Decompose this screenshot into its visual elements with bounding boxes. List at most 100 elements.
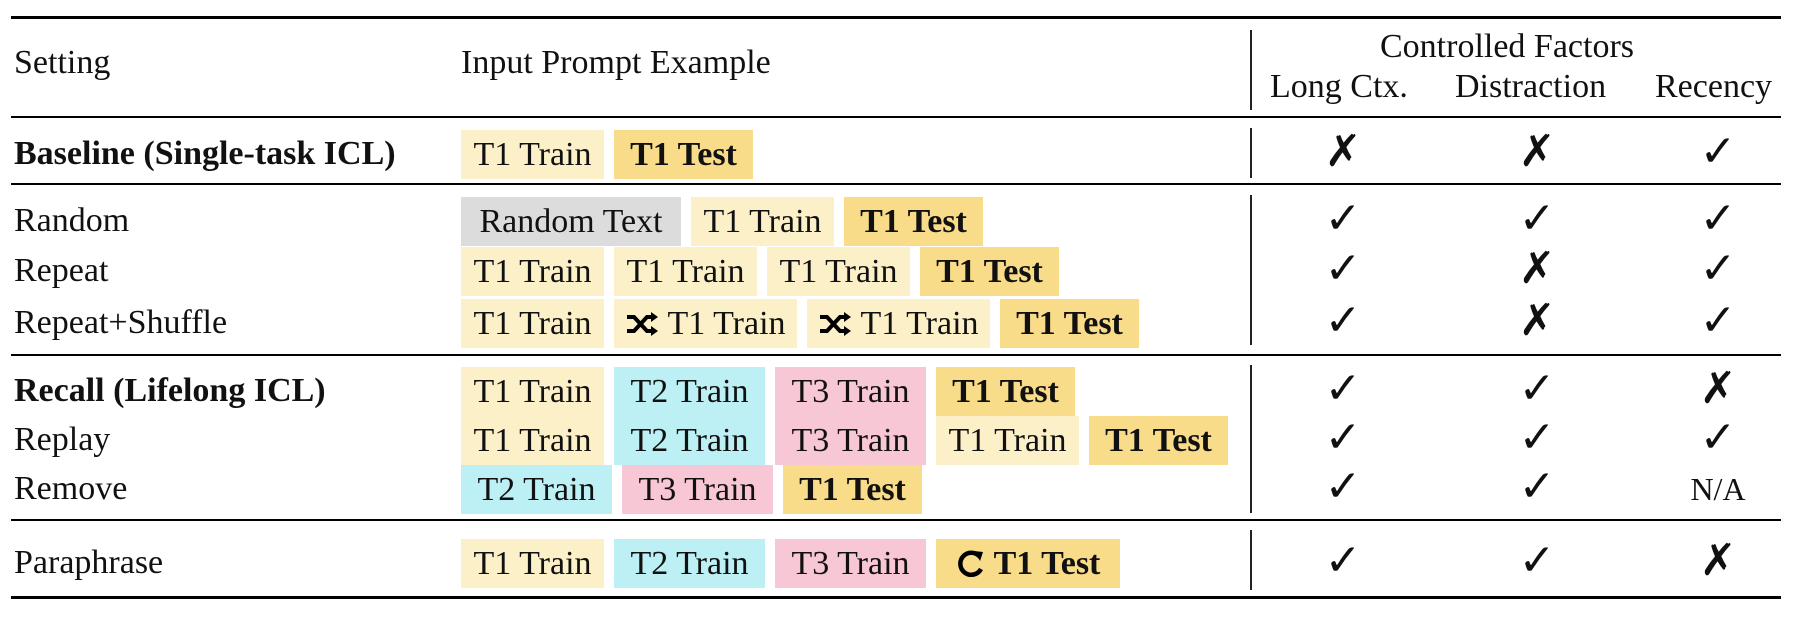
header-setting: Setting (14, 44, 111, 81)
check-icon: ✓ (1699, 126, 1737, 177)
header-distraction: Distraction (1455, 68, 1607, 105)
group2-rule (11, 354, 1781, 356)
row-label: Paraphrase (14, 544, 164, 581)
prompt-block-test: T1 Test (936, 539, 1120, 588)
check-icon: ✓ (1699, 243, 1737, 294)
prompt-block-train1: T1 Train (461, 130, 604, 179)
prompt-block-test: T1 Test (783, 465, 922, 514)
prompt-block-label: T3 Train (791, 372, 910, 410)
row-label: Random (14, 202, 130, 239)
prompt-block-label: T3 Train (791, 421, 910, 459)
cross-icon: ✗ (1518, 295, 1556, 346)
prompt-block-label: T1 Test (799, 470, 906, 508)
prompt-block-label: T1 Test (936, 252, 1043, 290)
shuffle-icon (625, 311, 659, 336)
row-label: Repeat (14, 252, 109, 289)
check-icon: ✓ (1518, 412, 1556, 463)
group2-divider (1250, 195, 1252, 345)
prompt-block-train1: T1 Train (461, 247, 604, 296)
check-icon: ✓ (1518, 461, 1556, 512)
prompt-block-train2: T2 Train (461, 465, 612, 514)
prompt-block-label: T1 Train (779, 252, 898, 290)
prompt-block-label: T2 Train (630, 544, 749, 582)
prompt-block-label: T3 Train (791, 544, 910, 582)
prompt-block-train2: T2 Train (614, 416, 765, 465)
header-controlled-factors: Controlled Factors (1380, 28, 1635, 65)
prompt-block-train1: T1 Train (461, 367, 604, 416)
cross-icon: ✗ (1699, 363, 1737, 414)
prompt-block-label: T1 Train (473, 372, 592, 410)
group3-rule (11, 519, 1781, 521)
cross-icon: ✗ (1699, 535, 1737, 586)
prompt-block-train1: T1 Train (461, 539, 604, 588)
check-icon: ✓ (1324, 243, 1362, 294)
prompt-block-train3: T3 Train (622, 465, 773, 514)
group1-divider (1250, 128, 1252, 178)
prompt-block-label: T1 Train (703, 202, 822, 240)
check-icon: ✓ (1324, 535, 1362, 586)
prompt-block-test: T1 Test (844, 197, 983, 246)
prompt-block-train1: T1 Train (461, 299, 604, 348)
row-label: Remove (14, 470, 128, 507)
prompt-block-train1: T1 Train (936, 416, 1079, 465)
prompt-block-train1: T1 Train (614, 247, 757, 296)
prompt-block-train1: T1 Train (614, 299, 797, 348)
prompt-block-label: T2 Train (477, 470, 596, 508)
check-icon: ✓ (1324, 295, 1362, 346)
check-icon: ✓ (1518, 363, 1556, 414)
prompt-block-train3: T3 Train (775, 367, 926, 416)
check-icon: ✓ (1699, 295, 1737, 346)
prompt-block-label: T3 Train (638, 470, 757, 508)
prompt-block-label: T1 Train (860, 304, 979, 342)
header-divider (1250, 30, 1252, 110)
cross-icon: ✗ (1518, 126, 1556, 177)
group1-rule (11, 183, 1781, 185)
check-icon: ✓ (1699, 412, 1737, 463)
prompt-block-label: T1 Train (473, 252, 592, 290)
header-prompt: Input Prompt Example (461, 44, 771, 81)
prompt-block-train1: T1 Train (461, 416, 604, 465)
check-icon: ✓ (1518, 193, 1556, 244)
check-icon: ✓ (1324, 193, 1362, 244)
shuffle-icon (818, 311, 852, 336)
prompt-block-label: T1 Train (473, 304, 592, 342)
prompt-block-label: T1 Train (473, 421, 592, 459)
na-text: N/A (1690, 471, 1746, 507)
check-icon: ✓ (1699, 193, 1737, 244)
prompt-block-label: T1 Train (473, 544, 592, 582)
prompt-block-label: T1 Train (667, 304, 786, 342)
prompt-block-label: T1 Test (860, 202, 967, 240)
prompt-block-train1: T1 Train (767, 247, 910, 296)
prompt-block-test: T1 Test (936, 367, 1075, 416)
prompt-block-label: T1 Train (473, 135, 592, 173)
row-label: Replay (14, 421, 111, 458)
prompt-block-test: T1 Test (1089, 416, 1228, 465)
prompt-block-train2: T2 Train (614, 539, 765, 588)
prompt-block-label: T2 Train (630, 421, 749, 459)
prompt-block-label: T1 Test (952, 372, 1059, 410)
prompt-block-train1: T1 Train (691, 197, 834, 246)
header-long-ctx: Long Ctx. (1270, 68, 1408, 105)
check-icon: ✓ (1324, 412, 1362, 463)
check-icon: ✓ (1518, 535, 1556, 586)
prompt-block-label: T2 Train (630, 372, 749, 410)
bottom-rule (11, 596, 1781, 599)
group4-divider (1250, 530, 1252, 590)
prompt-block-label: T1 Test (1105, 421, 1212, 459)
prompt-block-train2: T2 Train (614, 367, 765, 416)
row-label: Recall (Lifelong ICL) (14, 372, 326, 409)
prompt-block-train3: T3 Train (775, 416, 926, 465)
prompt-block-label: Random Text (479, 202, 663, 240)
prompt-block-label: T1 Test (630, 135, 737, 173)
prompt-block-train1: T1 Train (807, 299, 990, 348)
prompt-block-label: T1 Train (948, 421, 1067, 459)
check-icon: ✓ (1324, 363, 1362, 414)
paraphrase-icon (956, 549, 986, 579)
group3-divider (1250, 365, 1252, 513)
cross-icon: ✗ (1324, 126, 1362, 177)
prompt-block-label: T1 Test (993, 544, 1101, 582)
prompt-block-label: T1 Train (626, 252, 745, 290)
prompt-block-label: T1 Test (1016, 304, 1123, 342)
prompt-block-random: Random Text (461, 197, 681, 246)
header-rule (11, 116, 1781, 118)
